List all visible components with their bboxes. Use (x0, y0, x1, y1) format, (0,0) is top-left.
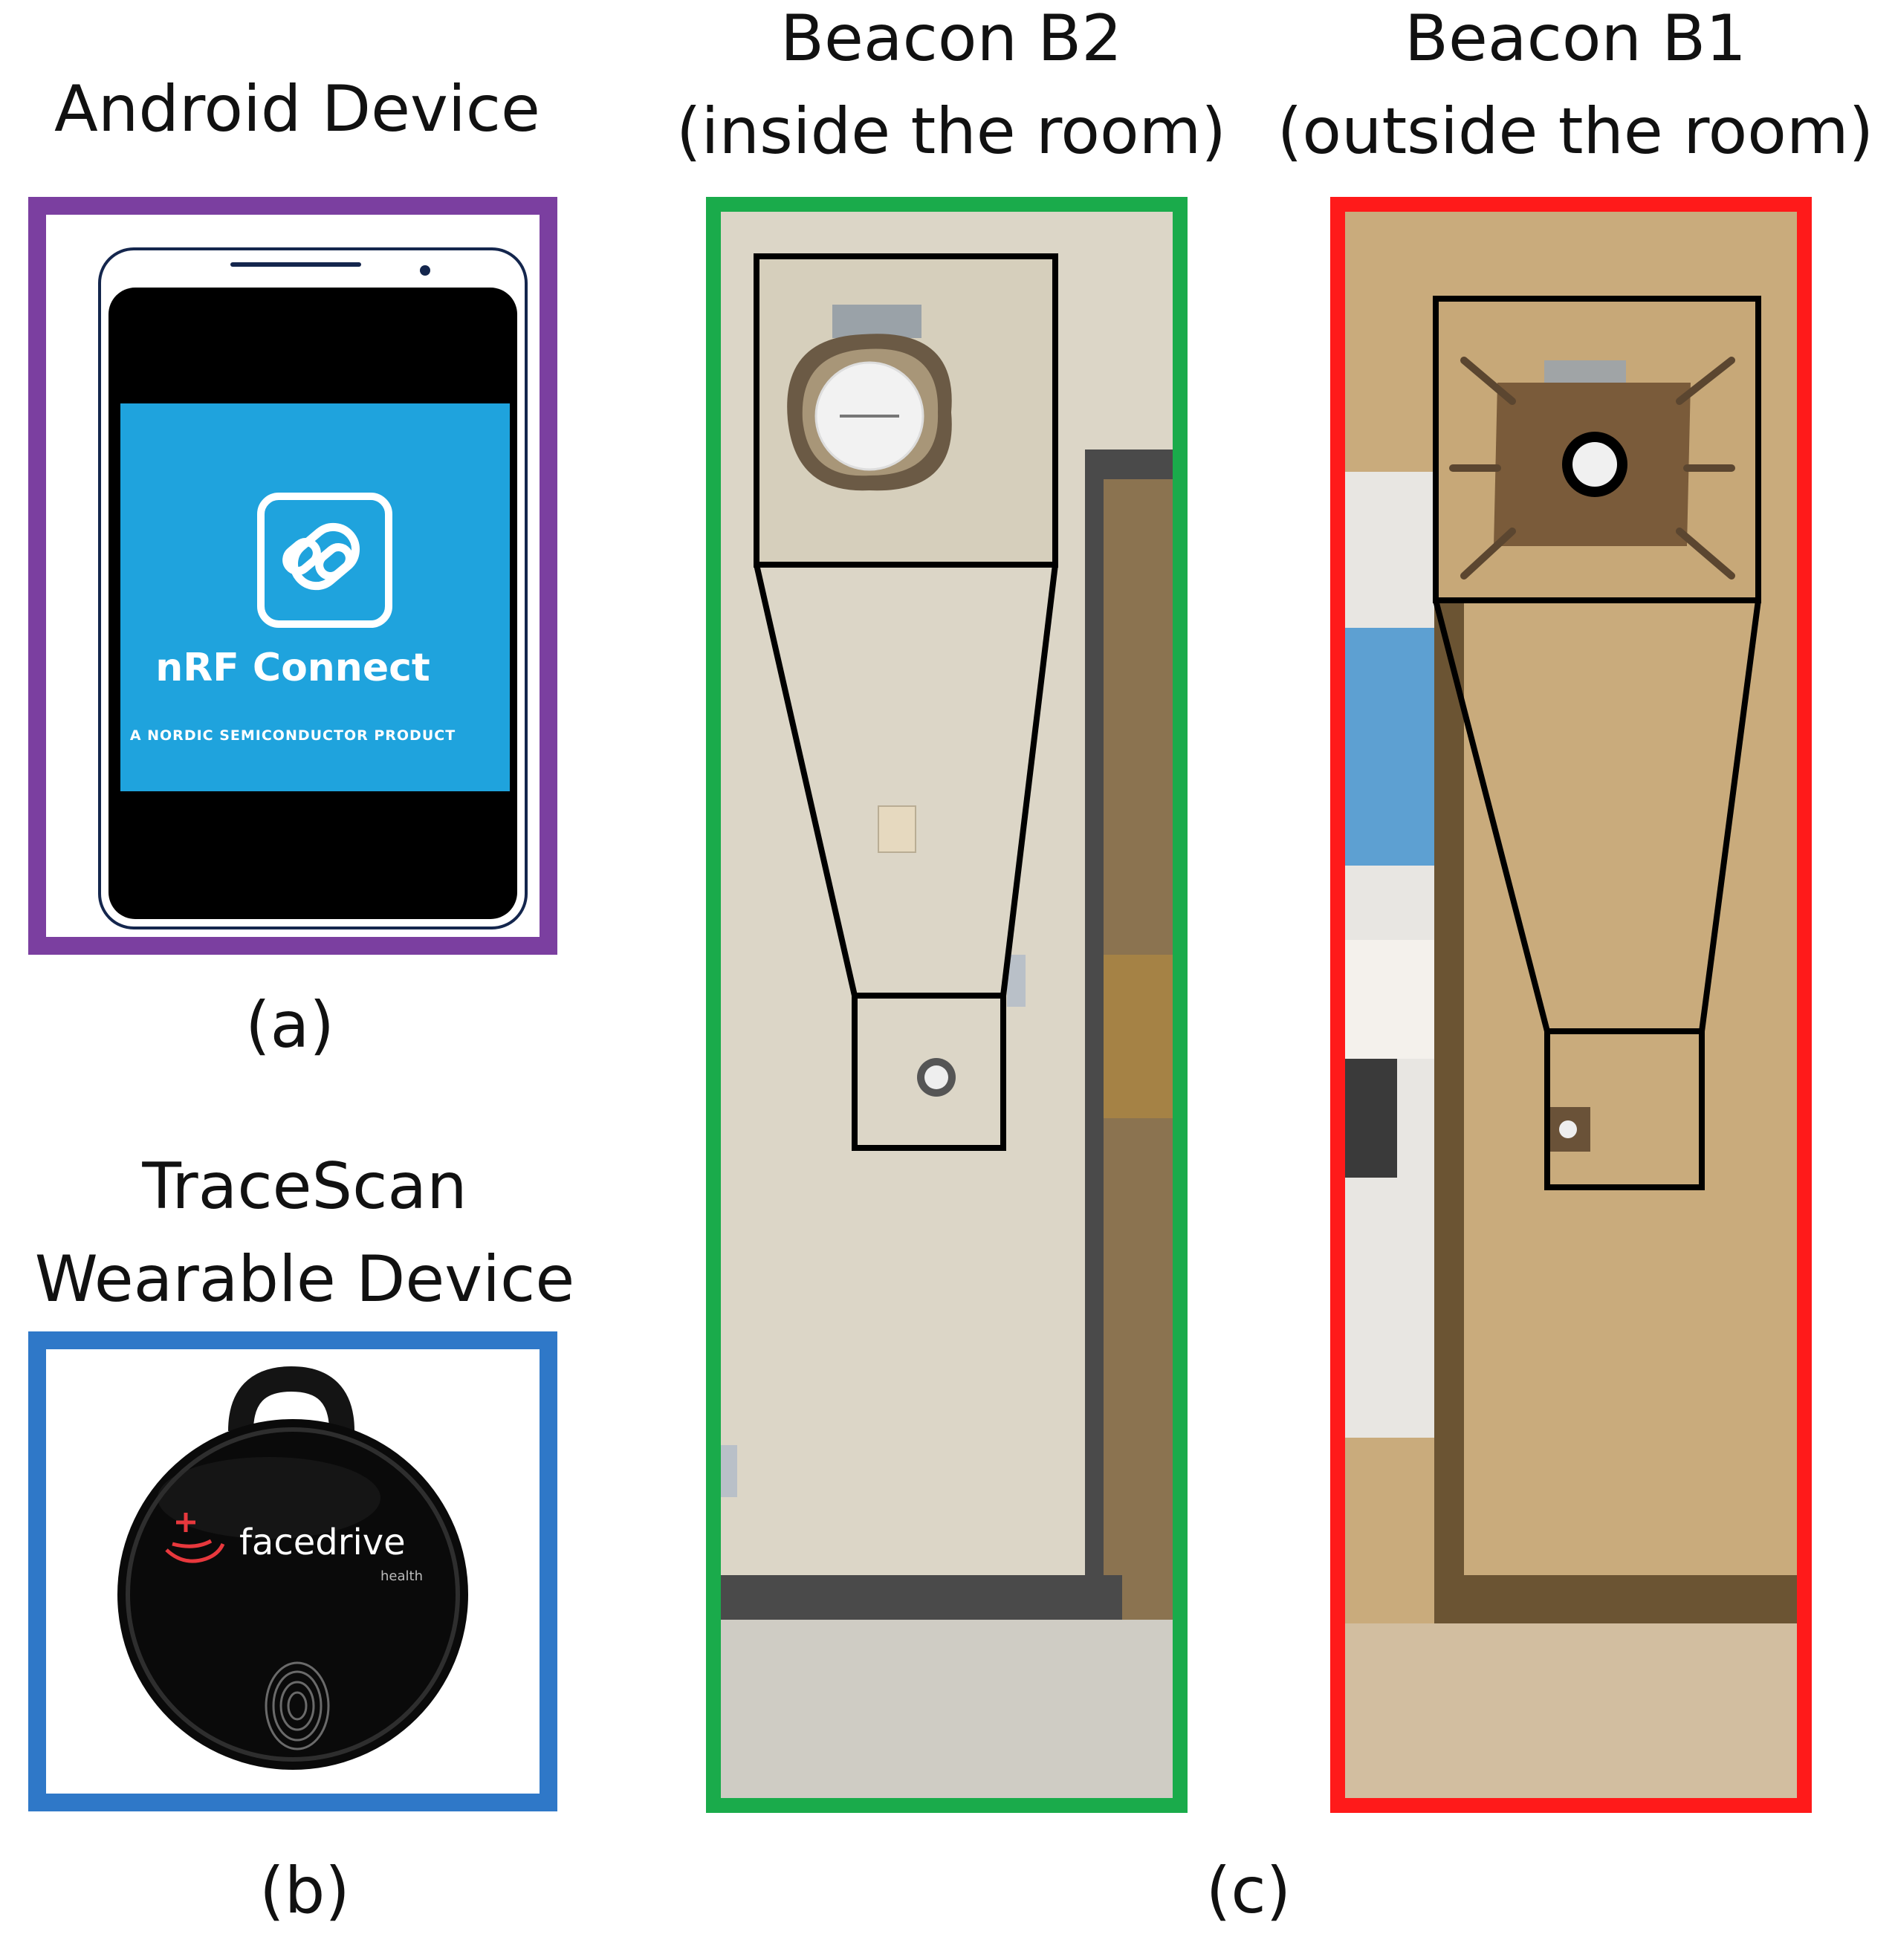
fingerprint-icon (265, 1661, 330, 1750)
beacon-b1-title-line1: Beacon B1 (1404, 1, 1747, 76)
beacon-b2-photo (721, 212, 1173, 1798)
android-device-title: Android Device (54, 72, 540, 146)
brand-sub: health (380, 1568, 423, 1584)
beacon-b1-frame (1330, 197, 1812, 1813)
wearable-device-illustration (117, 1366, 468, 1770)
wearable-device-frame: facedrive health (28, 1331, 557, 1811)
app-splash-screen (120, 403, 510, 791)
beacon-b2-title-line1: Beacon B2 (780, 1, 1123, 76)
app-tagline: A NORDIC SEMICONDUCTOR PRODUCT (129, 727, 456, 744)
caption-b: (b) (259, 1854, 350, 1928)
beacon-b1-title-line2: (outside the room) (1277, 94, 1874, 169)
phone-illustration (98, 247, 528, 929)
brand-name: facedrive (239, 1522, 406, 1563)
android-device-frame: nRF Connect A NORDIC SEMICONDUCTOR PRODU… (28, 197, 557, 955)
beacon-b2-frame (706, 197, 1188, 1813)
tracescan-title-line2: Wearable Device (34, 1242, 575, 1317)
app-name: nRF Connect (155, 646, 430, 690)
facedrive-logo-icon (165, 1513, 225, 1563)
nrf-connect-logo-icon (257, 493, 392, 628)
caption-a: (a) (245, 988, 334, 1062)
beacon-b1-photo (1345, 212, 1797, 1798)
caption-c: (c) (1205, 1854, 1292, 1928)
beacon-b2-title-line2: (inside the room) (676, 94, 1226, 169)
tracescan-title-line1: TraceScan (142, 1149, 467, 1224)
